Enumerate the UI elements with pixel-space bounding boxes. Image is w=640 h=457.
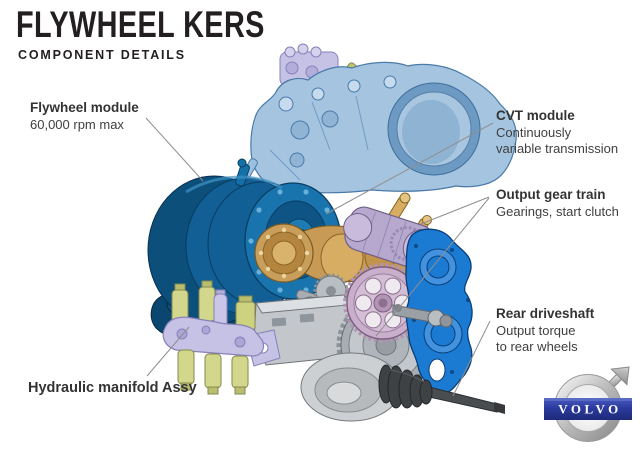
logo-wordmark: VOLVO: [558, 402, 621, 417]
callout-flywheel-module: Flywheel module 60,000 rpm max: [30, 100, 139, 133]
callout-line: variable transmission: [496, 141, 619, 156]
rear-driveshaft-leader-line: [452, 320, 491, 397]
callout-line: 60,000 rpm max: [30, 116, 124, 132]
output-gear: [343, 263, 423, 343]
variator-bolts: [258, 227, 310, 279]
gearbox-cover: [405, 228, 473, 394]
rear-driveshaft: [378, 364, 505, 414]
callout-title: Hydraulic manifold Assy: [28, 380, 197, 396]
cvt-leader-line: [325, 122, 494, 215]
callout-line: Gearings, start clutch: [496, 203, 619, 219]
gear-shaft: [392, 304, 453, 328]
logo-band: [544, 398, 632, 420]
callout-title: CVT module: [496, 108, 575, 123]
output-gear-leader-line-1: [420, 196, 490, 225]
leader-lines: [145, 117, 494, 397]
callout-output-gear-train: Output gear train Gearings, start clutch: [496, 187, 619, 220]
hydraulic-leader-line: [146, 326, 190, 377]
hydraulic-manifold: [162, 280, 265, 395]
volvo-logo: VOLVO: [544, 366, 632, 442]
manifold-valves-bottom: [177, 349, 249, 395]
output-gear-leader-line-2: [375, 197, 490, 337]
callout-title: Output gear train: [496, 187, 606, 202]
callout-hydraulic-manifold: Hydraulic manifold Assy: [28, 380, 197, 397]
callout-line: Continuously: [496, 124, 572, 140]
callout-title: Flywheel module: [30, 100, 139, 115]
cvt-housing: [240, 61, 517, 194]
callout-title: Rear driveshaft: [496, 306, 595, 321]
page-subtitle: COMPONENT DETAILS: [18, 48, 186, 62]
callout-line: to rear wheels: [496, 339, 578, 354]
callout-cvt-module: CVT module Continuously variable transmi…: [496, 108, 618, 158]
callout-rear-driveshaft: Rear driveshaft Output torque to rear wh…: [496, 306, 594, 356]
flywheel-leader-line: [145, 117, 204, 182]
page-title: FLYWHEEL KERS: [16, 4, 265, 45]
callout-line: Output torque: [496, 322, 576, 338]
